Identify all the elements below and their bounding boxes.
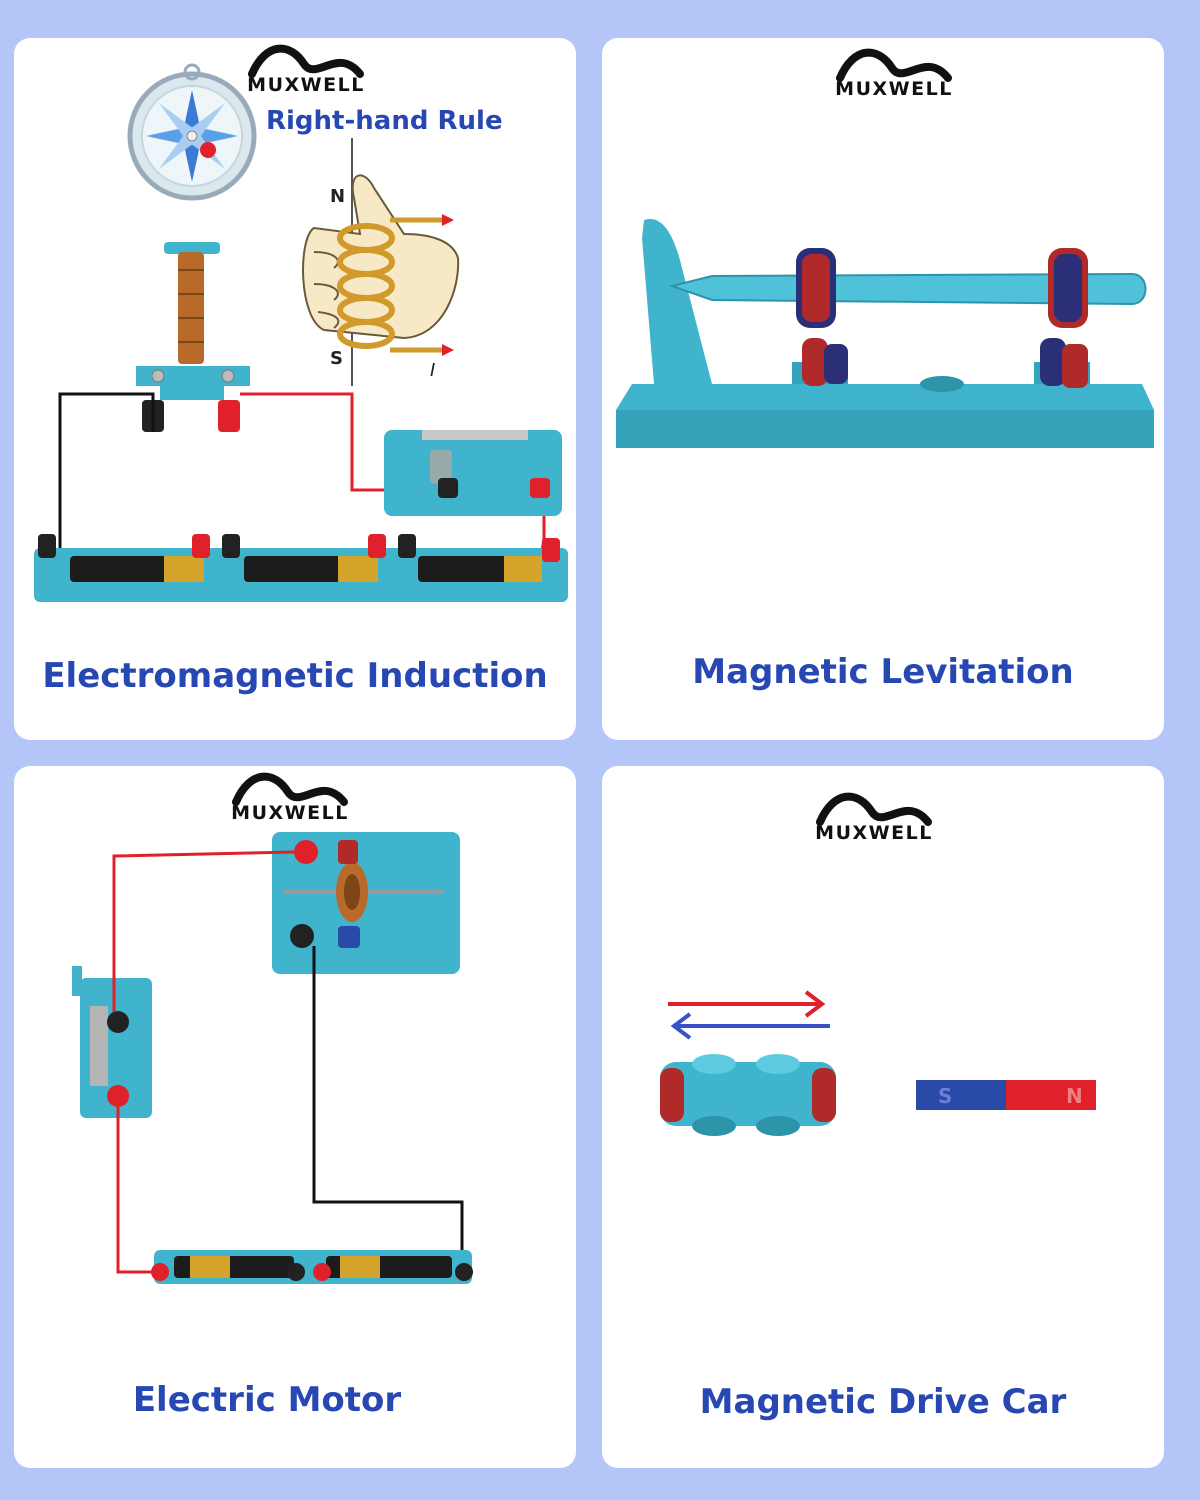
muxwell-wave-logo-icon (232, 772, 348, 806)
pole-south-label: S (330, 348, 343, 369)
brand-logo: MUXWELL (220, 772, 360, 824)
brand-logo: MUXWELL (804, 792, 944, 844)
caption-electric-motor: Electric Motor (132, 1380, 402, 1420)
caption-magnetic-levitation: Magnetic Levitation (692, 652, 1074, 692)
hand-icon (302, 174, 460, 340)
drive-car-illustration (660, 990, 1096, 1136)
arrow-left-icon (670, 1012, 830, 1040)
panel-magnetic-levitation: MUXWELL Magnetic Levitation (602, 38, 1164, 740)
battery-icon (151, 1250, 473, 1284)
brand-logo-text: MUXWELL (247, 74, 365, 96)
magnet-icon (802, 338, 1088, 388)
levitation-illustration (616, 218, 1154, 448)
muxwell-wave-logo-icon (836, 48, 952, 82)
panel-magnetic-drive-car: MUXWELL S N Magnetic Drive Car (602, 766, 1164, 1468)
coil-icon (178, 252, 204, 364)
compass-icon (127, 63, 257, 201)
battery-icon (34, 534, 568, 602)
brand-logo-text: MUXWELL (835, 78, 953, 100)
caption-magnetic-drive-car: Magnetic Drive Car (699, 1382, 1067, 1422)
switch-icon (72, 966, 152, 1118)
magnet-pole-right-label: N (1066, 1084, 1083, 1108)
panel-electromagnetic-induction: MUXWELL (14, 38, 576, 740)
caption-electromagnetic-induction: Electromagnetic Induction (42, 656, 548, 696)
magnet-icon (916, 1080, 1096, 1110)
brand-logo: MUXWELL (236, 44, 376, 96)
coil-icon (336, 862, 368, 922)
induction-illustration (34, 63, 568, 602)
panel-electric-motor: MUXWELL (14, 766, 576, 1468)
pole-north-label: N (330, 186, 346, 207)
motor-illustration (72, 832, 473, 1284)
muxwell-wave-logo-icon (816, 792, 932, 826)
current-symbol-label: I (430, 360, 436, 381)
brand-logo: MUXWELL (824, 48, 964, 100)
arrow-right-icon (668, 990, 826, 1018)
switch-icon (384, 430, 562, 516)
magnet-pole-left-label: S (938, 1084, 953, 1108)
right-hand-rule-label: Right-hand Rule (266, 106, 503, 136)
brand-logo-text: MUXWELL (231, 802, 349, 824)
muxwell-wave-logo-icon (248, 44, 364, 78)
magnet-icon (796, 248, 1088, 328)
brand-logo-text: MUXWELL (815, 822, 933, 844)
